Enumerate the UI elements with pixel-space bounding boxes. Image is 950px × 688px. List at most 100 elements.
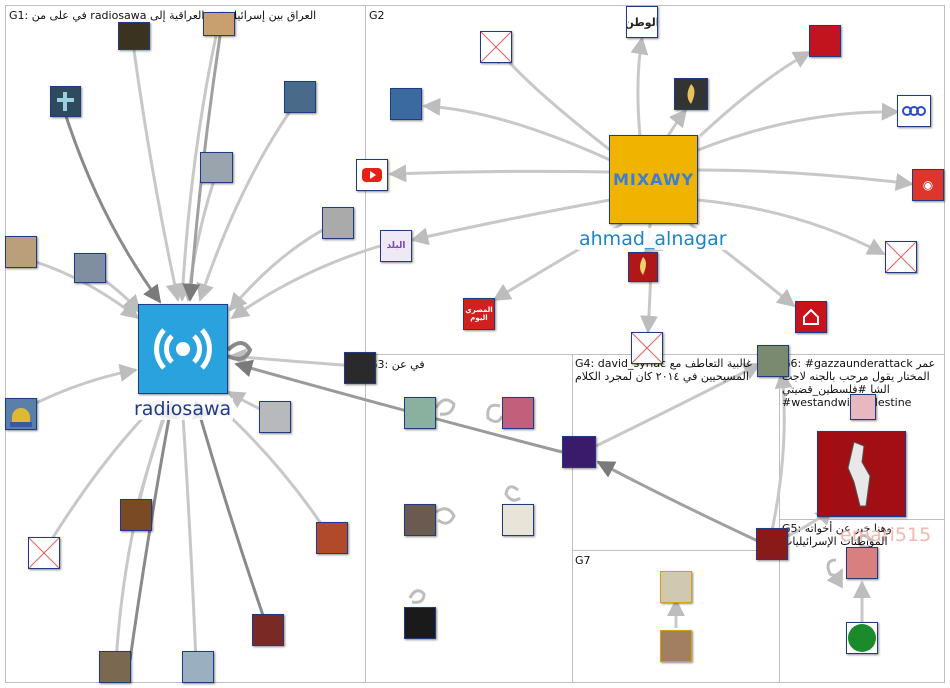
- group-label-g1: G1: في على من radiosawa العراق بين إسرائ…: [9, 9, 317, 22]
- red-news-logo: ◉: [922, 178, 934, 192]
- house-icon: [803, 308, 819, 325]
- user-avatar-node[interactable]: [850, 394, 876, 420]
- ahmad-alnagar-hub-label: ahmad_alnagar: [577, 228, 729, 250]
- group-label-g3: G3: في عن: [369, 358, 425, 371]
- house-logo-node[interactable]: [795, 301, 827, 333]
- group-box-g7: [572, 550, 780, 683]
- user-avatar-node[interactable]: [203, 12, 235, 36]
- user-avatar-node[interactable]: [5, 236, 37, 268]
- user-avatar-node[interactable]: [809, 25, 841, 57]
- user-avatar-node[interactable]: [660, 630, 692, 662]
- radio-broadcast-icon: [154, 328, 212, 370]
- user-avatar-node[interactable]: [502, 504, 534, 536]
- radiosawa-hub-label: radiosawa: [132, 398, 234, 420]
- green-circle-node[interactable]: [846, 622, 878, 654]
- user-avatar-node[interactable]: [200, 152, 233, 183]
- user-avatar-node[interactable]: [74, 253, 106, 283]
- group-label-g2: G2: [369, 9, 385, 22]
- user-avatar-node[interactable]: [99, 651, 131, 683]
- edge: [128, 400, 178, 661]
- dome-icon: [10, 408, 32, 427]
- user-avatar-node[interactable]: [120, 499, 152, 531]
- cross-edges: [234, 359, 834, 544]
- news-logo-node[interactable]: المصري اليوم: [463, 298, 495, 330]
- user-avatar-node[interactable]: [316, 522, 348, 554]
- edge: [228, 348, 357, 368]
- user-avatar-node[interactable]: [404, 607, 436, 639]
- aljazeera-logo-node[interactable]: [674, 78, 708, 110]
- broken-image-node[interactable]: [885, 241, 917, 273]
- user-avatar-node[interactable]: [322, 207, 354, 239]
- ahmad-alnagar-hub-node[interactable]: MIXAWY: [609, 135, 698, 224]
- user-avatar-node[interactable]: [562, 436, 596, 468]
- user-avatar-node[interactable]: [5, 398, 37, 430]
- user-avatar-node[interactable]: [252, 614, 284, 646]
- self-loop: [408, 589, 426, 604]
- user-avatar-node[interactable]: [404, 504, 436, 536]
- user-avatar-node[interactable]: [344, 352, 376, 384]
- edge: [697, 198, 886, 256]
- self-loop: [504, 485, 521, 502]
- alwatan-logo: الوطن: [626, 15, 658, 29]
- edge: [697, 102, 900, 152]
- news-logo-node[interactable]: ◉: [912, 169, 944, 201]
- edge: [173, 35, 218, 302]
- self-loop: [435, 507, 456, 525]
- group-label-g7: G7: [575, 554, 591, 567]
- group-label-g5: G5: وهنا خبر عن أخواته المواطنات الإسرائ…: [782, 522, 892, 548]
- edge: [64, 115, 162, 304]
- edge: [595, 362, 762, 448]
- edge: [697, 168, 914, 191]
- news-logo-node[interactable]: الوطن: [626, 6, 658, 38]
- user-avatar-node[interactable]: [182, 651, 214, 683]
- arabic-outline-logo: البلد: [386, 241, 406, 251]
- self-loop: [486, 403, 504, 423]
- self-loop: [226, 341, 253, 361]
- user-avatar-node[interactable]: [660, 571, 692, 603]
- circles-logo-icon: [902, 106, 926, 116]
- edge: [596, 460, 761, 544]
- broken-image-node[interactable]: [480, 31, 512, 63]
- edge: [230, 244, 381, 320]
- broken-image-node[interactable]: [631, 332, 663, 364]
- green-circle-icon: [848, 624, 876, 652]
- edge: [21, 363, 138, 412]
- youtube-icon: [362, 168, 382, 182]
- user-avatar-node[interactable]: [757, 345, 789, 377]
- aljazeera-icon: [687, 84, 695, 104]
- emari515-label: emari515: [840, 524, 932, 546]
- user-avatar-node[interactable]: [390, 88, 422, 120]
- masry-logo: المصري اليوم: [465, 306, 493, 322]
- youtube-logo-node[interactable]: [356, 159, 388, 191]
- edge: [130, 35, 184, 302]
- user-avatar-node[interactable]: [118, 22, 150, 50]
- edge: [494, 44, 611, 152]
- edge: [174, 400, 198, 663]
- user-avatar-node[interactable]: [50, 86, 81, 117]
- mixawy-logo: MIXAWY: [612, 170, 695, 189]
- news-logo-node[interactable]: [897, 95, 931, 127]
- palestine-image-node[interactable]: [817, 431, 906, 517]
- edge: [640, 239, 658, 334]
- user-avatar-node[interactable]: [284, 81, 316, 113]
- broken-image-node[interactable]: [28, 537, 60, 569]
- news-logo-node[interactable]: البلد: [380, 230, 412, 262]
- edge: [422, 97, 611, 162]
- user-avatar-node[interactable]: [404, 397, 436, 429]
- edge: [698, 50, 812, 138]
- user-avatar-node[interactable]: [846, 547, 878, 579]
- user-avatar-node[interactable]: [259, 401, 291, 433]
- edge: [768, 370, 793, 541]
- edge: [666, 108, 688, 137]
- group-label-g6: G6: #gazzaunderattack عمر المختار يقول م…: [782, 357, 936, 409]
- radiosawa-hub-node[interactable]: [138, 304, 228, 394]
- cross-emblem-icon: [57, 92, 74, 111]
- edge: [388, 164, 611, 183]
- self-loop: [434, 398, 456, 416]
- edge: [630, 36, 649, 137]
- edge: [196, 99, 300, 302]
- user-avatar-node[interactable]: [756, 528, 788, 560]
- group-label-g4: G4: david_syriac غالبية التعاطف مع المسي…: [575, 357, 752, 383]
- user-avatar-node[interactable]: [502, 397, 534, 429]
- aljazeera-logo-node[interactable]: [628, 252, 658, 282]
